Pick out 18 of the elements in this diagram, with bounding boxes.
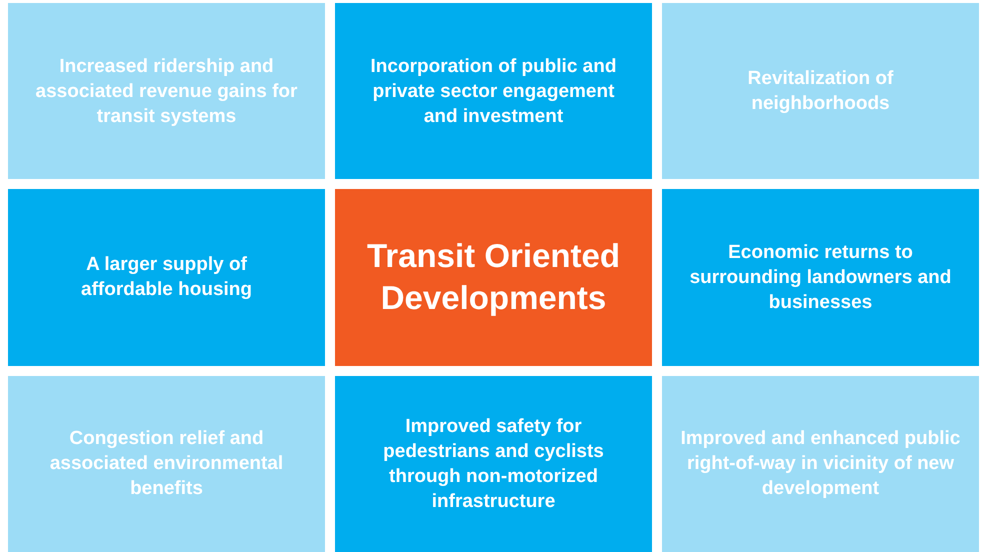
benefit-tile	[335, 376, 652, 552]
benefit-tile	[662, 376, 979, 552]
benefit-tile	[8, 376, 325, 552]
benefit-text: Increased ridership and associated revenue gains for transit systems	[34, 54, 298, 129]
center-title: Transit Oriented Developments	[366, 236, 622, 318]
benefit-tile	[8, 3, 325, 180]
benefit-text: Improved and enhanced public right-of-way in vicinity of new development	[680, 427, 960, 502]
benefit-tile	[662, 3, 979, 180]
benefit-text: A larger supply of affordable housing	[80, 253, 253, 302]
center-tile	[335, 189, 652, 366]
benefit-text: Economic returns to surrounding landowners and businesses	[688, 240, 952, 315]
benefit-tile	[335, 3, 652, 180]
benefit-text: Revitalization of neighborhoods	[746, 67, 894, 116]
benefit-tile	[8, 189, 325, 366]
benefit-text: Incorporation of public and private sector engagement and investment	[370, 54, 618, 129]
benefit-tile	[662, 189, 979, 366]
benefit-text: Improved safety for pedestrians and cyclists through non-motorized infrastructure	[382, 414, 605, 514]
benefit-text: Congestion relief and associated environmental benefits	[48, 427, 284, 502]
